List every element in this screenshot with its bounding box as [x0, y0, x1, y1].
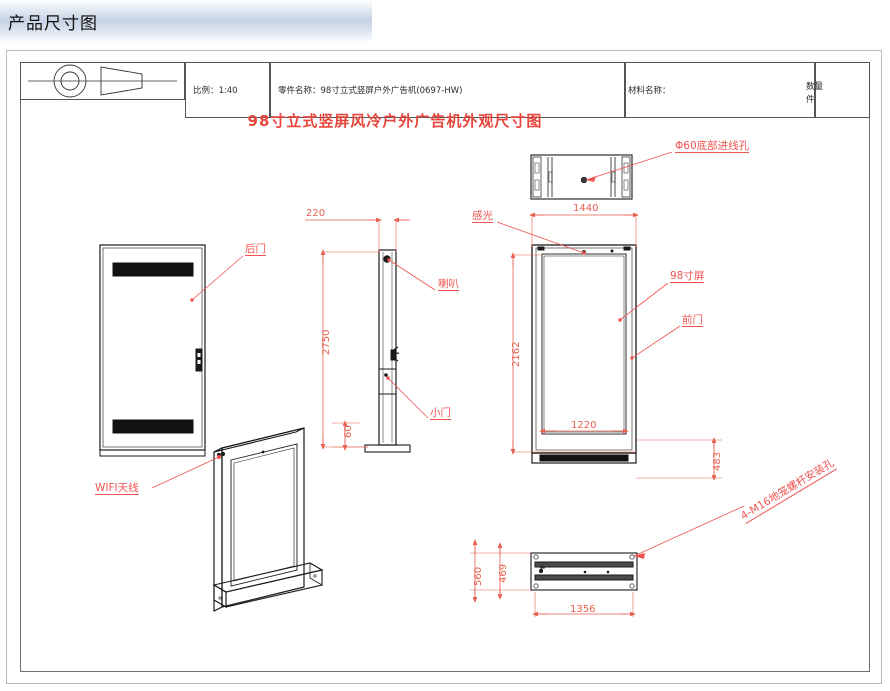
- part-name-label: 零件名称：98寸立式竖屏户外广告机(0697-HW): [278, 86, 463, 96]
- isometric-view-geometry: [212, 427, 324, 612]
- dimension-screen-height: 2162: [511, 341, 522, 367]
- dimension-base-height: 60: [343, 425, 354, 438]
- material-name-label: 材料名称：: [628, 86, 671, 96]
- annotation-back-door: 后门: [245, 243, 266, 256]
- dimension-front-width: 1440: [573, 203, 599, 214]
- first-angle-projection-symbol-icon: [28, 64, 177, 98]
- annotation-screen-98: 98寸屏: [670, 270, 705, 283]
- annotation-front-door: 前门: [682, 314, 703, 327]
- title-block-part-cell: [270, 62, 625, 118]
- leader-lines: [151, 151, 745, 559]
- back-view-geometry: [99, 244, 206, 457]
- drawing-main-title: 98寸立式竖屏风冷户外广告机外观尺寸图: [247, 112, 543, 130]
- side-view-geometry: [364, 249, 411, 453]
- title-block-scale-cell: [185, 62, 270, 118]
- dimension-base-depth-inner: 469: [498, 563, 509, 583]
- page-title: 产品尺寸图: [8, 14, 98, 34]
- annotation-light-sensor: 感光: [472, 210, 493, 223]
- top-view-geometry: [530, 154, 633, 200]
- annotation-speaker: 喇叭: [438, 278, 459, 291]
- dimension-screen-width: 1220: [571, 420, 597, 431]
- base-view-geometry: [530, 552, 638, 591]
- scale-label: 比例：1:40: [193, 86, 238, 96]
- annotation-small-door: 小门: [430, 407, 451, 420]
- title-block-material-cell: [625, 62, 815, 118]
- dimension-lines: [305, 215, 722, 617]
- quantity-unit-label: 件: [806, 95, 815, 105]
- dimension-base-width: 1356: [570, 604, 596, 615]
- header-bar: 产品尺寸图: [0, 0, 372, 43]
- annotation-wifi-antenna: WIFI天线: [95, 482, 139, 495]
- annotation-bottom-wire-hole: Φ60底部进线孔: [675, 140, 750, 153]
- dimension-side-depth: 220: [306, 208, 326, 219]
- title-block-quantity-cell: [815, 62, 870, 118]
- dimension-total-height: 2750: [321, 329, 332, 355]
- drawing-frame-border: [20, 62, 870, 672]
- quantity-label: 数量: [806, 82, 824, 92]
- dimension-base-depth-outer: 560: [473, 566, 484, 586]
- dimension-bottom-offset: 483: [712, 451, 723, 471]
